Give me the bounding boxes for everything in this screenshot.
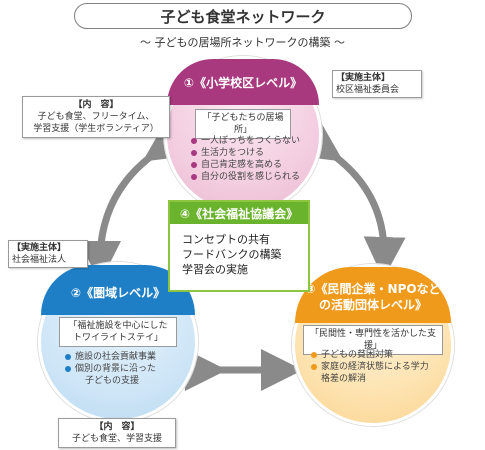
level3-heading-line1: ③《民間企業・NPOなど [305,282,441,296]
level2-tag: 「福祉施設を中心にした トワイライトステイ」 [59,317,177,347]
note-content-top: 【内 容】 子ども食堂、フリータイム、 学習支援（学生ボランティア） [22,96,170,138]
level3-tag: 「民間性・専門性を活かした支援」 [303,325,443,355]
note-operator-top: 【実施主体】 校区福祉委員会 [332,70,422,98]
note-operator-top-heading: 【実施主体】 [336,73,391,83]
level2-item: 子どもの支援 [65,375,156,387]
level2-item-continued: 子どもの支援 [85,376,140,386]
level1-heading: ①《小学校区レベル》 [183,76,303,90]
level4-line2: フードバンクの構築 [182,248,282,261]
level2-tag-line2: トワイライトステイ」 [72,333,163,343]
arrow-level1-level2 [79,120,190,283]
level4-heading: ④《社会福祉協議会》 [170,202,308,224]
note-operator-left-line1: 社会福祉法人 [12,255,67,265]
level4-line3: 学習会の実施 [182,263,248,276]
level3-item: 格差の解消 [311,373,429,385]
level1-item: 生活力をつける [191,147,300,159]
level3-heading-line2: の活動団体レベル》 [318,298,427,312]
level4-line1: コンセプトの共有 [182,233,270,246]
level3-item: 家庭の経済状態による学力 [311,361,429,373]
level3-circle: ③《民間企業・NPOなど の活動団体レベル》 「民間性・専門性を活かした支援」 … [292,264,454,426]
note-content-top-heading: 【内 容】 [73,100,119,110]
diagram-subtitle: ～ 子どもの居場所ネットワークの構築 ～ [140,36,345,49]
level3-item-continued: 格差の解消 [321,374,367,384]
note-operator-left-heading: 【実施主体】 [12,243,67,253]
arrow-level1-level3 [296,120,406,279]
level1-item: 一人ぼっちをつくらない [191,135,300,147]
title-text: 子ども食堂ネットワーク [160,7,326,26]
note-operator-top-line1: 校区福祉委員会 [336,85,400,95]
level1-item: 自己肯定感を高める [191,159,300,171]
level2-tag-line1: 「福祉施設を中心にした [68,321,168,331]
level1-header-band [167,59,319,105]
level2-item: 個別の背景に沿った [65,363,156,375]
level1-circle: ①《小学校区レベル》 「子どもたちの居場所」 一人ぼっちをつくらない 生活力をつ… [164,56,322,214]
diagram-title: 子ども食堂ネットワーク [74,3,412,29]
level2-list: 施設の社会貢献事業 個別の背景に沿った 子どもの支援 [65,351,156,387]
note-content-bottom-line1: 子ども食堂、学習支援 [71,434,162,444]
level4-body: コンセプトの共有 フードバンクの構築 学習会の実施 [182,232,282,277]
level1-item: 自分の役割を感じられる [191,171,300,183]
note-content-bottom-heading: 【内 容】 [94,422,140,432]
level3-list: 子どもの貧困対策 家庭の経済状態による学力 格差の解消 [311,349,429,385]
note-operator-left: 【実施主体】 社会福祉法人 [8,240,88,268]
level3-item: 子どもの貧困対策 [311,349,429,361]
note-content-bottom: 【内 容】 子ども食堂、学習支援 [58,418,176,448]
level3-header-band [295,267,451,323]
level1-tag: 「子どもたちの居場所」 [195,109,291,139]
level2-heading: ②《圏域レベル》 [70,286,166,300]
level1-list: 一人ぼっちをつくらない 生活力をつける 自己肯定感を高める 自分の役割を感じられ… [191,135,300,183]
level2-circle: ②《圏域レベル》 「福祉施設を中心にした トワイライトステイ」 施設の社会貢献事… [38,262,198,422]
note-content-top-line2: 学習支援（学生ボランティア） [33,124,159,134]
note-content-top-line1: 子ども食堂、フリータイム、 [37,112,155,122]
level4-box: ④《社会福祉協議会》 コンセプトの共有 フードバンクの構築 学習会の実施 [168,200,310,292]
level2-item: 施設の社会貢献事業 [65,351,156,363]
